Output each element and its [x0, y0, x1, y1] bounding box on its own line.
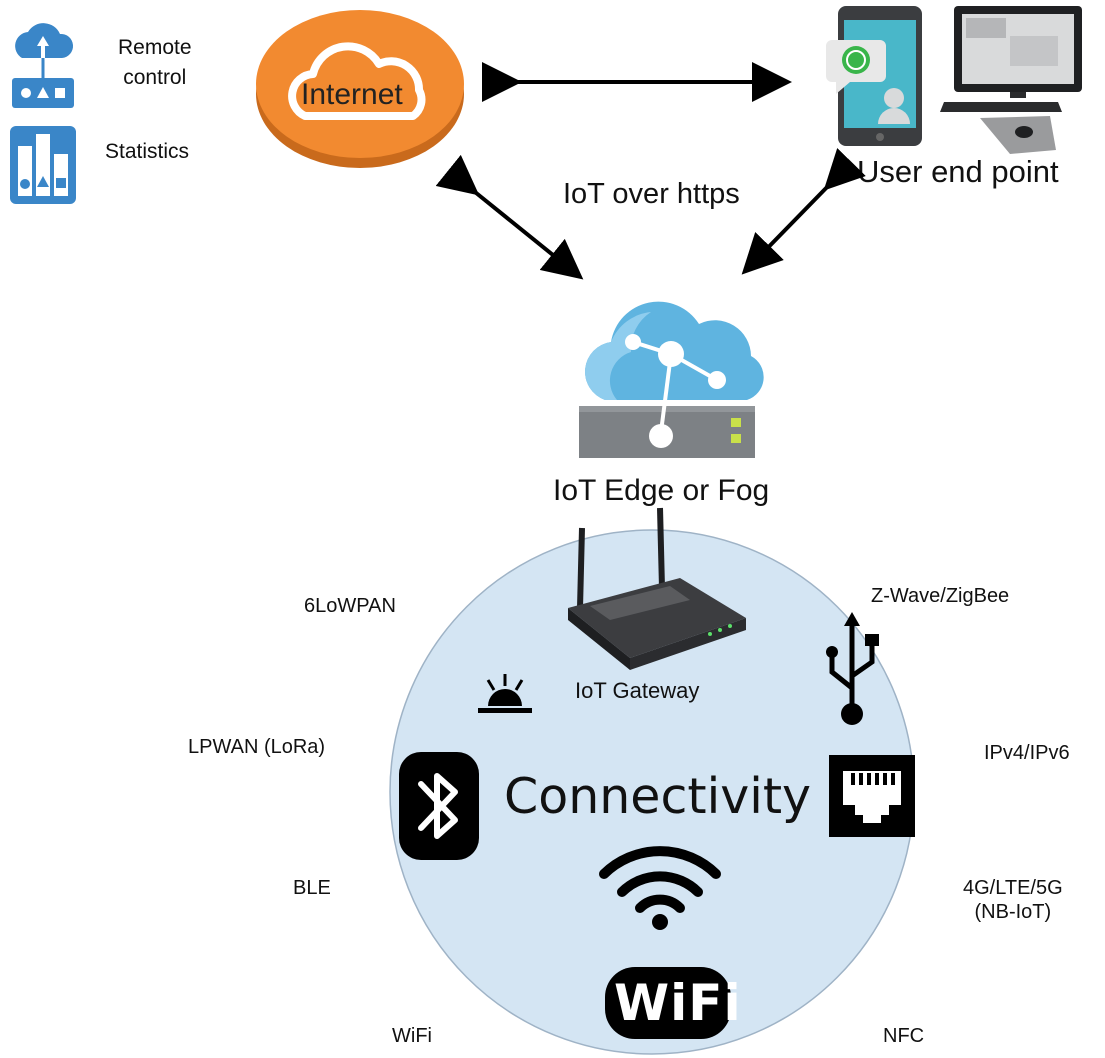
light-sensor-icon — [478, 674, 532, 713]
bluetooth-icon — [399, 752, 479, 860]
whatsapp-bubble-icon — [826, 40, 886, 94]
protocol-lpwan: LPWAN (LoRa) — [188, 736, 326, 758]
usb-icon — [826, 612, 879, 725]
internet-label: Internet — [301, 78, 403, 111]
wifi-logo — [605, 967, 731, 1039]
protocol-cellular-line1: 4G/LTE/5G — [963, 877, 1063, 899]
protocol-cellular: 4G/LTE/5G (NB-IoT) — [963, 876, 1063, 924]
internet-edge-arrow — [435, 154, 584, 280]
remote-control-label-line2: control — [123, 66, 187, 89]
statistics-label: Statistics — [105, 140, 190, 163]
remote-control-label-line1: Remote — [118, 36, 192, 59]
protocol-wifi: WiFi — [392, 1025, 432, 1047]
wifi-logo-text: WiFi — [614, 974, 742, 1032]
statistics-icon — [10, 126, 76, 204]
protocol-ipv4-ipv6: IPv4/IPv6 — [984, 742, 1070, 764]
edge-label: IoT Edge or Fog — [553, 474, 770, 507]
protocol-zwave-zigbee: Z-Wave/ZigBee — [871, 585, 1010, 607]
transport-label: IoT over https — [563, 178, 740, 210]
protocol-ble: BLE — [293, 877, 331, 899]
wifi-signal-icon — [599, 846, 721, 930]
desktop-computer-icon — [940, 6, 1082, 154]
ethernet-port-icon — [829, 755, 915, 837]
protocol-nfc: NFC — [883, 1025, 925, 1047]
router-icon — [568, 507, 746, 670]
connectivity-title: Connectivity — [504, 768, 812, 825]
gateway-label: IoT Gateway — [575, 678, 700, 703]
user-end-point-label: User end point — [857, 154, 1059, 189]
user-edge-arrow — [741, 147, 866, 275]
edge-cloud-icon — [579, 301, 764, 458]
remote-control-label: Remote control — [118, 33, 192, 93]
remote-control-icon — [12, 23, 74, 108]
internet-cloud-icon — [256, 10, 464, 168]
protocol-cellular-line2: (NB-IoT) — [974, 901, 1052, 923]
protocol-6lowpan: 6LoWPAN — [304, 595, 396, 617]
